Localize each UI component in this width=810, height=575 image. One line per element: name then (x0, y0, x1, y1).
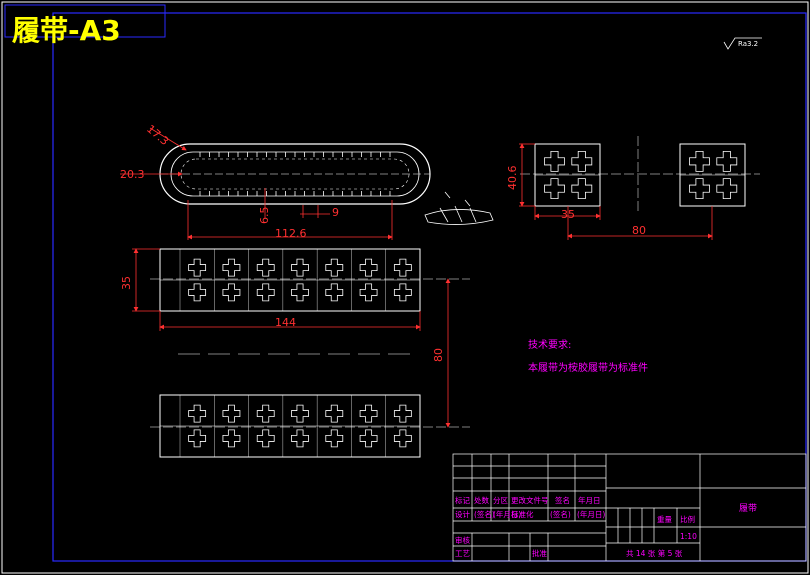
roughness-label: Ra3.2 (738, 40, 758, 48)
notes-heading: 技术要求: (528, 338, 571, 351)
tread-cross (291, 283, 309, 302)
tread-cross (359, 258, 378, 277)
roughness-symbol: Ra3.2 (723, 37, 762, 50)
tread-cross (571, 178, 593, 200)
tb-row1-c5: 签名 (555, 495, 570, 505)
dim-plate-height: 40.6 (506, 166, 519, 191)
tb-row4-c2: 批准 (532, 548, 547, 558)
tread-cross (188, 404, 207, 423)
tb-sheets: 共 14 张 第 5 张 (626, 548, 683, 558)
dim-side-length: 112.6 (275, 227, 307, 240)
tb-row3-c1: 审核 (455, 535, 470, 545)
tread-cross (188, 283, 207, 302)
tb-weight-label: 重量 (657, 515, 672, 524)
tb-row1-c1: 标记 (455, 495, 470, 505)
track-side-view (159, 143, 431, 205)
tb-row1-c4: 更改文件号 (511, 495, 549, 505)
tread-cross (291, 404, 309, 423)
tb-row1-c3: 分区 (493, 496, 508, 505)
side-dimensions (120, 127, 393, 240)
inner-border (52, 12, 807, 562)
tread-cross (325, 283, 344, 302)
dim-plate-width: 35 (561, 208, 575, 221)
tread-cross (716, 150, 738, 172)
tb-row2-c5: (签名) (550, 509, 571, 519)
tb-part-name: 履带 (739, 503, 757, 514)
tread-cross (689, 150, 710, 172)
tread-cross (544, 178, 565, 200)
tread-cross (256, 258, 275, 277)
plate-view-right (679, 143, 746, 207)
tread-cross (393, 258, 412, 277)
tread-cross (188, 258, 207, 277)
strip-dimensions (132, 248, 451, 428)
plate-dimensions (519, 143, 713, 240)
tb-row2-c6: (年月日) (577, 509, 605, 519)
tread-cross (689, 178, 710, 200)
tread-cross (222, 258, 241, 277)
track-strip-bottom (159, 394, 421, 458)
title-box (4, 4, 166, 38)
dim-strip-spacing: 80 (432, 348, 445, 362)
notes-line1: 本履带为桉胶履带为标准件 (528, 361, 648, 374)
tread-cross (256, 283, 275, 302)
dim-side-pitch: 9 (332, 206, 339, 219)
tread-cross (359, 404, 378, 423)
dim-plate-spacing: 80 (632, 224, 646, 237)
tread-cross (359, 283, 378, 302)
tread-cross (222, 429, 241, 448)
tb-scale-label: 比例 (680, 514, 695, 524)
track-sketch (424, 191, 494, 225)
tread-cross (188, 429, 207, 448)
tb-row2-c2: (签名) (474, 509, 495, 519)
tb-row4-c1: 工艺 (455, 549, 470, 558)
tread-cross (256, 404, 275, 423)
tread-cross (291, 429, 309, 448)
title-block (452, 453, 807, 562)
tread-cross (222, 283, 241, 302)
tread-cross (325, 258, 344, 277)
dim-side-height: 6.5 (258, 207, 271, 225)
tread-cross (393, 404, 412, 423)
tread-cross (571, 150, 593, 172)
tread-cross (544, 150, 565, 172)
dim-side-width: 20.3 (120, 168, 145, 181)
dim-strip-height: 35 (120, 276, 133, 290)
tread-cross (222, 404, 241, 423)
tb-scale-value: 1:10 (680, 532, 697, 541)
dim-strip-length: 144 (275, 316, 296, 329)
tb-row2-c1: 设计 (455, 509, 470, 519)
tb-row2-c4: 标准化 (511, 509, 534, 519)
plate-view-left (534, 143, 601, 207)
tread-cross (716, 178, 738, 200)
tread-cross (325, 429, 344, 448)
tb-row1-c6: 年月日 (578, 495, 601, 505)
track-strip-top (159, 248, 421, 312)
tread-cross (325, 404, 344, 423)
tread-cross (359, 429, 378, 448)
tread-cross (393, 429, 412, 448)
tread-cross (256, 429, 275, 448)
tb-row1-c2: 处数 (474, 495, 489, 505)
dim-side-radius: 17.3 (144, 122, 171, 148)
drawing-title: 履带-A3 (12, 14, 121, 47)
tread-cross (291, 258, 309, 277)
tb-row2-c3: (年月日) (493, 509, 521, 519)
tread-cross (393, 283, 412, 302)
